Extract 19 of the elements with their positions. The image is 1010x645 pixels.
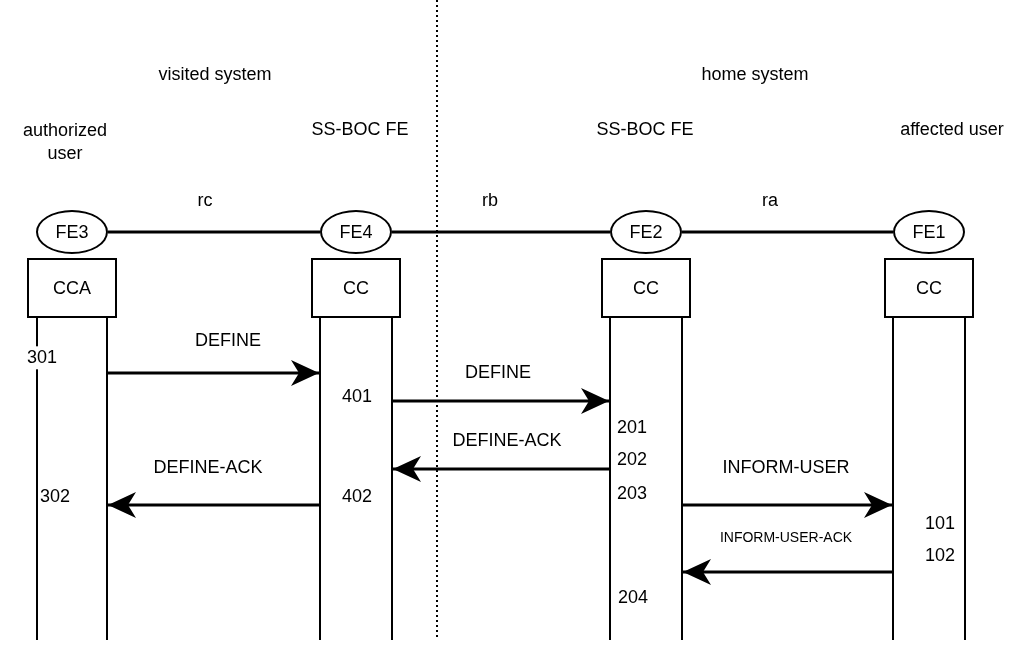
connector-line [108, 230, 320, 234]
message-arrow [683, 492, 892, 518]
entity-ellipse: FE3 [36, 210, 108, 254]
connector-line [682, 230, 893, 234]
process-box: CC [601, 258, 691, 318]
message-arrow [393, 456, 609, 482]
entity-ellipse: FE2 [610, 210, 682, 254]
process-box: CC [884, 258, 974, 318]
message-arrow [683, 559, 892, 585]
step-number: 301 [27, 346, 57, 370]
entity-ellipse: FE1 [893, 210, 965, 254]
edge-label: INFORM-USER-ACK [718, 529, 854, 545]
entity-ellipse: FE4 [320, 210, 392, 254]
message-arrow [393, 388, 609, 414]
message-arrow [108, 360, 319, 386]
connector-line [392, 230, 610, 234]
process-box: CCA [27, 258, 117, 318]
message-arrow [108, 492, 319, 518]
process-box: CC [311, 258, 401, 318]
